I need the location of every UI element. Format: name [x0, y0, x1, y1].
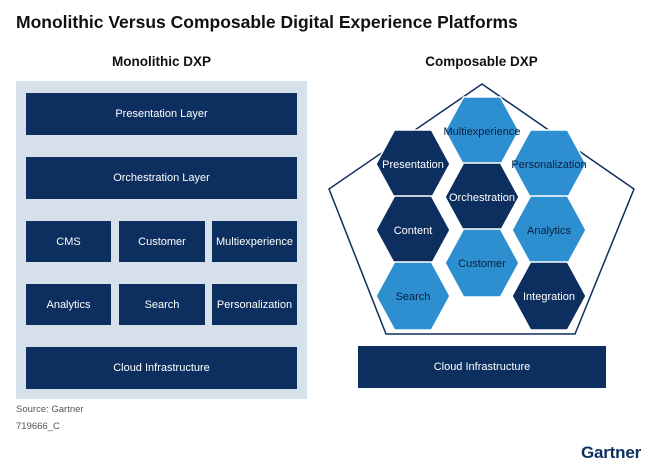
figure-id-text: 719666_C [16, 421, 60, 432]
personalization-box: Personalization [212, 284, 297, 325]
gartner-logo: Gartner [580, 443, 641, 462]
hex-shape [511, 261, 587, 331]
hex-label: Content [394, 225, 433, 237]
hex-multiexperience: Multiexperience [443, 96, 521, 166]
page-title: Monolithic Versus Composable Digital Exp… [16, 12, 518, 32]
hex-content: Content [375, 195, 451, 265]
presentation-layer-box: Presentation Layer [26, 93, 297, 135]
cloud-infrastructure-box: Cloud Infrastructure [26, 347, 297, 389]
hex-label: Orchestration [449, 192, 515, 204]
hex-label: Multiexperience [443, 126, 520, 138]
source-text: Source: Gartner [16, 404, 84, 415]
hex-label: Customer [458, 258, 506, 270]
hex-label: Search [396, 291, 431, 303]
composable-heading: Composable DXP [425, 54, 538, 69]
multiexperience-box: Multiexperience [212, 221, 297, 262]
monolithic-heading: Monolithic DXP [112, 54, 211, 69]
hex-customer: Customer [444, 228, 520, 298]
pentagon-outline [328, 83, 635, 335]
hex-shape [444, 228, 520, 298]
hex-integration: Integration [511, 261, 587, 331]
hex-label: Presentation [382, 159, 444, 171]
orchestration-layer-box: Orchestration Layer [26, 157, 297, 199]
customer-box: Customer [119, 221, 205, 262]
monolithic-panel: Presentation Layer Orchestration Layer C… [16, 81, 307, 399]
hex-personalization: Personalization [511, 129, 587, 199]
hex-label: Personalization [511, 159, 586, 171]
cms-box: CMS [26, 221, 111, 262]
search-box: Search [119, 284, 205, 325]
analytics-box: Analytics [26, 284, 111, 325]
composable-cloud-infrastructure-box: Cloud Infrastructure [358, 346, 606, 388]
hex-label: Analytics [527, 225, 572, 237]
hex-search: Search [375, 261, 451, 331]
hex-orchestration: Orchestration [444, 162, 520, 232]
hex-presentation: Presentation [375, 129, 451, 199]
hex-shape [375, 261, 451, 331]
hex-label: Integration [523, 291, 575, 303]
hex-analytics: Analytics [511, 195, 587, 265]
